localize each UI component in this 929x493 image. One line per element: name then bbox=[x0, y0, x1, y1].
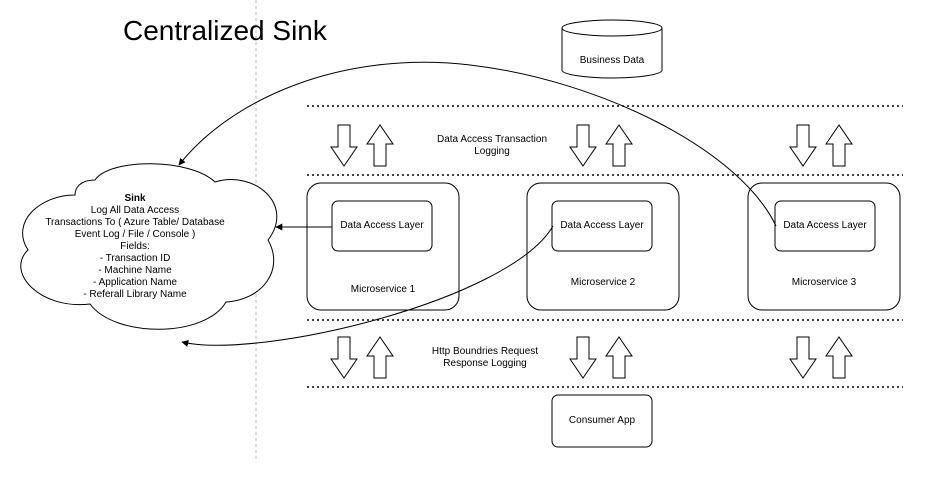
sink-line: - Transaction ID bbox=[99, 253, 171, 264]
sink-line: - Machine Name bbox=[98, 265, 172, 276]
sink-line: Log All Data Access bbox=[90, 205, 180, 216]
data-access-layer-box-3 bbox=[774, 200, 876, 252]
sink-line: Transactions To ( Azure Table/ Database bbox=[45, 217, 225, 228]
sink-cloud bbox=[20, 163, 278, 330]
data-access-arrows-1 bbox=[330, 124, 394, 167]
sink-line: - Application Name bbox=[93, 277, 177, 288]
data-access-band-label: Data Access Transaction Logging bbox=[412, 134, 572, 158]
business-data-label: Business Data bbox=[579, 55, 645, 66]
data-access-arrows-2 bbox=[569, 124, 633, 167]
consumer-app-box bbox=[551, 394, 653, 448]
diagram-title: Centralized Sink bbox=[123, 15, 327, 46]
consumer-app-label: Consumer App bbox=[568, 415, 636, 426]
sink-line: Fields: bbox=[120, 241, 150, 252]
data-access-band-line2: Logging bbox=[474, 146, 510, 157]
microservice-2-label: Microservice 2 bbox=[570, 277, 636, 288]
data-access-layer-label-1: Data Access Layer bbox=[340, 220, 424, 231]
http-arrows-2 bbox=[569, 336, 633, 379]
http-band-line2: Response Logging bbox=[443, 358, 527, 369]
sink-heading: Sink bbox=[124, 193, 146, 204]
data-access-layer-box-1 bbox=[331, 200, 433, 252]
data-access-layer-label-3: Data Access Layer bbox=[783, 220, 867, 231]
http-arrows-3 bbox=[789, 336, 853, 379]
data-access-layer-box-2 bbox=[551, 200, 653, 252]
data-access-arrows-3 bbox=[789, 124, 853, 167]
connector-ms3-to-sink bbox=[178, 61, 777, 227]
microservice-1-label: Microservice 1 bbox=[350, 284, 416, 295]
sink-line: - Referall Library Name bbox=[83, 289, 187, 300]
http-band-line1: Http Boundries Request bbox=[431, 346, 539, 357]
business-data-cylinder bbox=[561, 19, 663, 79]
data-access-layer-label-2: Data Access Layer bbox=[560, 220, 644, 231]
sink-text: Sink Log All Data Access Transactions To… bbox=[40, 193, 230, 301]
data-access-band-line1: Data Access Transaction bbox=[436, 134, 548, 145]
sink-line: Event Log / File / Console ) bbox=[74, 229, 196, 240]
connector-ms2-to-sink bbox=[181, 225, 554, 347]
http-arrows-1 bbox=[330, 336, 394, 379]
microservice-3-label: Microservice 3 bbox=[791, 277, 857, 288]
http-band-label: Http Boundries Request Response Logging bbox=[405, 346, 565, 370]
